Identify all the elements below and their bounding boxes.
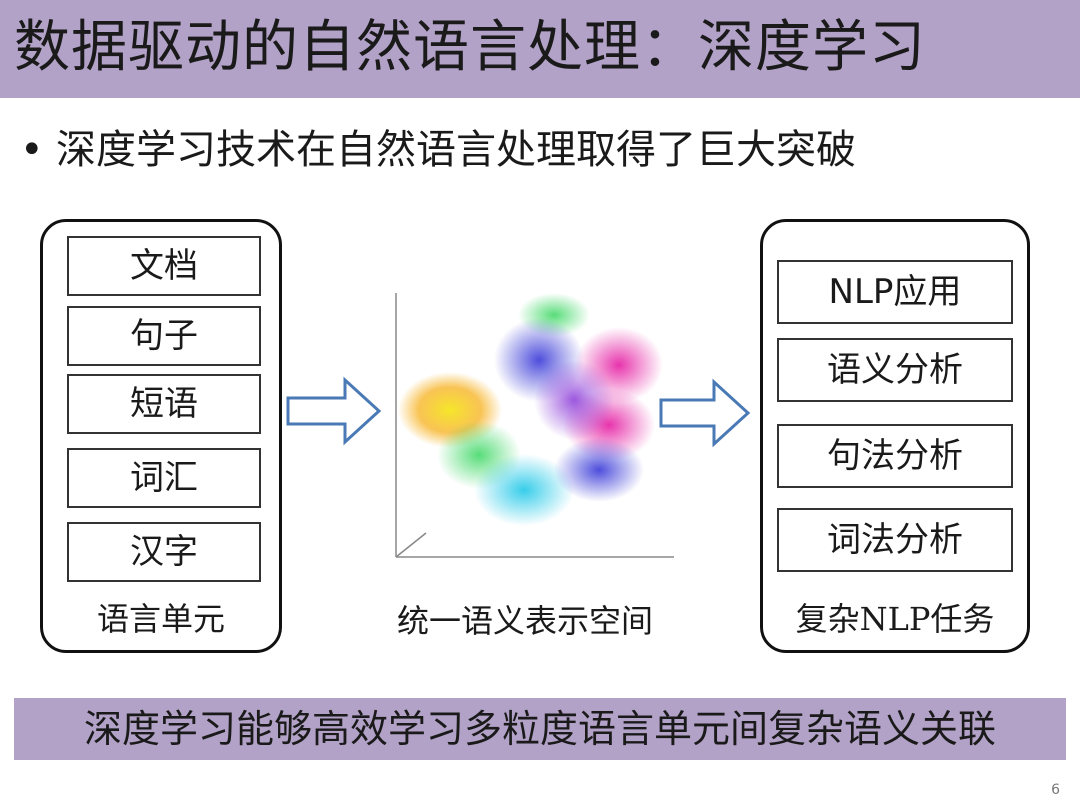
nlp-tasks-panel: NLP应用 语义分析 句法分析 词法分析 复杂NLP任务 — [760, 219, 1030, 653]
summary-text: 深度学习能够高效学习多粒度语言单元间复杂语义关联 — [83, 707, 996, 751]
arrow-right-icon — [286, 376, 382, 446]
language-units-panel: 文档 句子 短语 词汇 汉字 语言单元 — [40, 219, 282, 653]
title-bar: 数据驱动的自然语言处理：深度学习 — [0, 0, 1080, 98]
cluster-blue-bottom — [554, 438, 644, 502]
unit-box-word: 词汇 — [67, 448, 261, 508]
slide-title: 数据驱动的自然语言处理：深度学习 — [14, 15, 926, 80]
task-box-lexical-analysis: 词法分析 — [777, 508, 1013, 572]
z-axis — [395, 532, 427, 558]
right-panel-caption: 复杂NLP任务 — [795, 600, 995, 638]
arrow-right-icon-2 — [659, 378, 751, 448]
bullet-text: 深度学习技术在自然语言处理取得了巨大突破 — [56, 127, 856, 173]
cluster-cyan — [474, 454, 574, 526]
unit-box-sentence: 句子 — [67, 306, 261, 366]
summary-bar: 深度学习能够高效学习多粒度语言单元间复杂语义关联 — [14, 698, 1066, 760]
task-box-syntactic-analysis: 句法分析 — [777, 424, 1013, 488]
cluster-violet — [534, 360, 614, 440]
bullet-point: • 深度学习技术在自然语言处理取得了巨大突破 — [20, 122, 856, 178]
center-caption: 统一语义表示空间 — [396, 602, 653, 640]
left-panel-caption: 语言单元 — [96, 600, 225, 638]
bullet-dot: • — [20, 127, 44, 173]
task-box-nlp-app: NLP应用 — [777, 260, 1013, 324]
task-box-semantic-analysis: 语义分析 — [777, 338, 1013, 402]
unit-box-character: 汉字 — [67, 522, 261, 582]
unit-box-phrase: 短语 — [67, 374, 261, 434]
page-number: 6 — [1051, 782, 1060, 798]
unit-box-document: 文档 — [67, 236, 261, 296]
semantic-space-scatter — [395, 293, 674, 558]
